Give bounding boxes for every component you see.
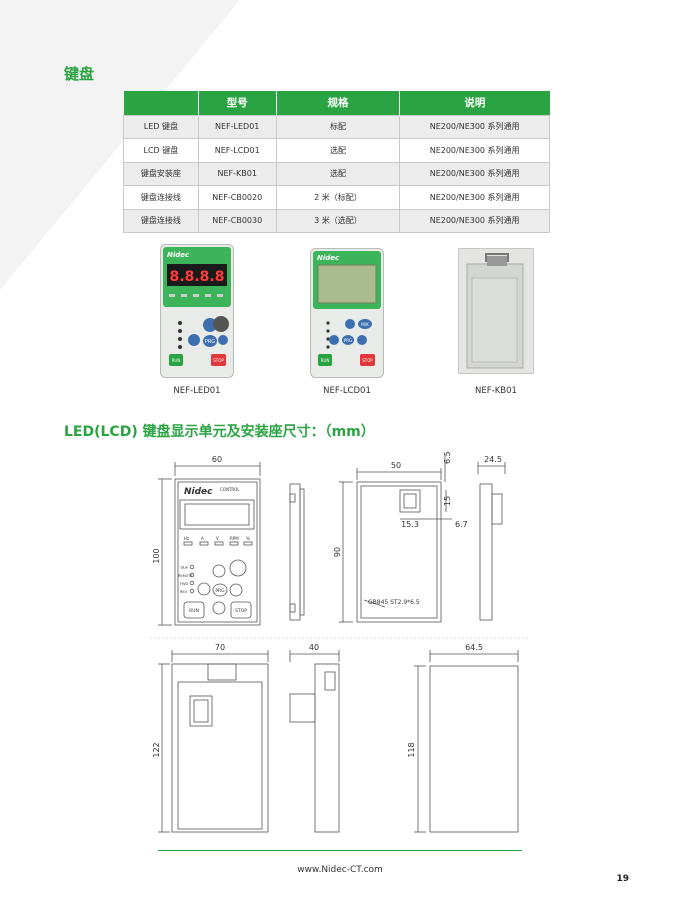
dim-60: 60 (212, 455, 222, 464)
table-row: LCD 键盘 NEF-LCD01 选配 NE200/NE300 系列通用 (123, 138, 550, 163)
footer-divider (158, 850, 522, 851)
led-brand-text: Nidec (167, 251, 190, 259)
unit-label: V (216, 536, 219, 541)
dim-50: 50 (391, 461, 401, 470)
table-cell: 键盘安装座 (123, 161, 199, 186)
table-cell: LCD 键盘 (123, 138, 199, 163)
dim-64-5: 64.5 (465, 643, 483, 652)
mounting-base-photo (458, 248, 534, 374)
page-number: 19 (616, 874, 629, 884)
dim-70: 70 (215, 643, 225, 652)
table-cell: NE200/NE300 系列通用 (399, 114, 550, 139)
caption-kb: NEF-KB01 (475, 386, 517, 396)
table-row: 键盘安装座 NEF-KB01 选配 NE200/NE300 系列通用 (123, 161, 550, 186)
dimension-drawings: Nidec CONTROL Hz A V RPM % TRIP REMOTE F… (150, 451, 530, 833)
unit-label: RPM (230, 536, 239, 541)
caption-lcd: NEF-LCD01 (323, 386, 371, 396)
unit-label: Hz (184, 536, 189, 541)
table-cell: NEF-CB0020 (197, 185, 277, 210)
dim-122: 122 (152, 742, 161, 757)
table-cell: NEF-KB01 (197, 161, 277, 186)
section-title-dimensions: LED(LCD) 键盘显示单元及安装座尺寸：（mm） (64, 424, 375, 440)
caption-led: NEF-LED01 (173, 386, 221, 396)
table-cell: LED 键盘 (123, 114, 199, 139)
drawing-prg-key: PRG (215, 588, 225, 594)
unit-label: % (246, 536, 250, 541)
led-run-key: RUN (172, 358, 181, 363)
led-keypad-photo: Nidec 8.8.8.8 PRG RUN STOP (160, 244, 234, 378)
header-cell (123, 91, 199, 115)
keypad-spec-table: 型号 规格 说明 LED 键盘 NEF-LED01 标配 NE200/NE300… (123, 91, 550, 233)
drawing-brand-sub: CONTROL (220, 487, 240, 492)
table-cell: NE200/NE300 系列通用 (399, 185, 550, 210)
header-cell: 型号 (197, 91, 277, 115)
dim-100: 100 (152, 548, 161, 563)
dim-90: 90 (333, 547, 342, 557)
drawing-run-key: RUN (189, 608, 199, 614)
table-cell: NE200/NE300 系列通用 (399, 138, 550, 163)
unit-label: A (201, 536, 204, 541)
table-cell: 2 米（标配） (275, 185, 401, 210)
footer-url[interactable]: www.Nidec-CT.com (297, 865, 383, 875)
table-cell: NEF-CB0030 (197, 208, 277, 233)
led-prg-key: PRG (205, 339, 215, 345)
led-label: REV (180, 590, 188, 594)
drawing-brand: Nidec (184, 487, 213, 497)
lcd-brand-text: Nidec (317, 254, 340, 262)
dim-6-7: 6.7 (455, 520, 468, 529)
table-row: 键盘连接线 NEF-CB0020 2 米（标配） NE200/NE300 系列通… (123, 185, 550, 210)
table-cell: NEF-LCD01 (197, 138, 277, 163)
table-cell: 3 米（选配） (275, 208, 401, 233)
led-label: TRIP (179, 566, 188, 570)
table-cell: 选配 (275, 161, 401, 186)
table-cell: NE200/NE300 系列通用 (399, 161, 550, 186)
lcd-run-key: RUN (321, 358, 330, 363)
table-row: LED 键盘 NEF-LED01 标配 NE200/NE300 系列通用 (123, 114, 550, 139)
corner-decoration (0, 0, 240, 290)
table-cell: 选配 (275, 138, 401, 163)
table-cell: NE200/NE300 系列通用 (399, 208, 550, 233)
dim-15: 15 (443, 496, 452, 506)
dim-15-3: 15.3 (401, 520, 419, 529)
lcd-stop-key: STOP (362, 358, 373, 363)
header-cell: 规格 (275, 91, 400, 115)
table-cell: 键盘连接线 (123, 185, 199, 210)
dim-118: 118 (407, 742, 416, 757)
led-label: REMOTE (178, 574, 193, 578)
table-cell: 标配 (275, 114, 401, 139)
dim-40: 40 (309, 643, 319, 652)
led-stop-key: STOP (213, 358, 224, 363)
table-row: 键盘连接线 NEF-CB0030 3 米（选配） NE200/NE300 系列通… (123, 208, 550, 233)
lcd-keypad-photo: Nidec M/K PRG RUN STOP (310, 248, 384, 378)
table-header-row: 型号 规格 说明 (123, 91, 550, 115)
lcd-prg-key: PRG (344, 338, 352, 343)
led-display-text: 8.8.8.8 (170, 269, 225, 285)
dim-24-5: 24.5 (484, 455, 502, 464)
lcd-mk-key: M/K (361, 322, 369, 327)
table-cell: NEF-LED01 (197, 114, 277, 139)
table-cell: 键盘连接线 (123, 208, 199, 233)
dim-6-5: 6.5 (443, 451, 452, 464)
drawing-stop-key: STOP (235, 608, 247, 614)
screw-label: GB845 ST2.9*6.5 (368, 599, 420, 606)
header-cell: 说明 (399, 91, 550, 115)
section-title-keypad: 键盘 (64, 65, 95, 83)
led-label: FWD (180, 582, 188, 586)
